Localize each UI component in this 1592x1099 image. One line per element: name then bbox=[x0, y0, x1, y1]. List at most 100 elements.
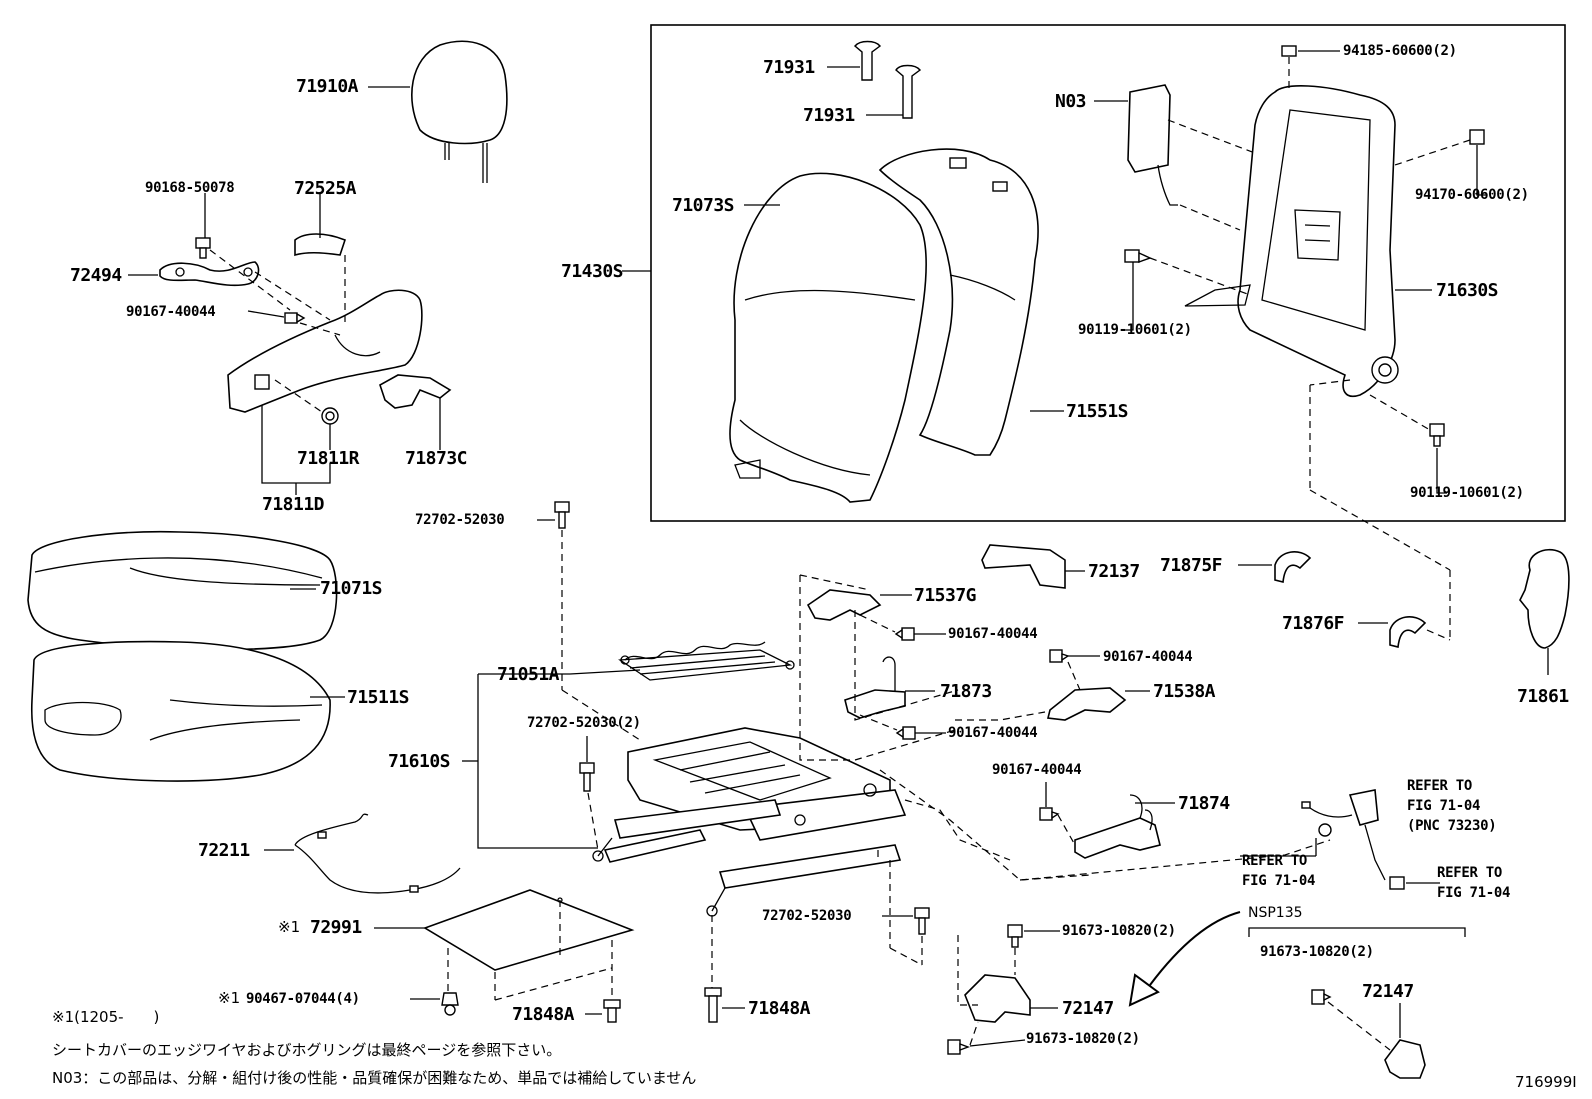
ref-3-line1[interactable]: REFER TO bbox=[1437, 865, 1503, 881]
label-71875F[interactable]: 71875F bbox=[1160, 555, 1223, 576]
bracket-71538A[interactable] bbox=[1047, 687, 1127, 721]
screw-90167-c[interactable] bbox=[1049, 649, 1070, 663]
cap-71876F[interactable] bbox=[1389, 616, 1427, 648]
label-71874[interactable]: 71874 bbox=[1178, 793, 1230, 814]
protector-72991[interactable] bbox=[423, 889, 635, 971]
label-71551S[interactable]: 71551S bbox=[1066, 401, 1129, 422]
label-90119-10601-b[interactable]: 90119-10601(2) bbox=[1410, 485, 1524, 501]
ref-3-line2[interactable]: FIG 71-04 bbox=[1437, 885, 1511, 901]
cover-72137[interactable] bbox=[981, 544, 1066, 589]
label-72494[interactable]: 72494 bbox=[70, 265, 122, 286]
label-94170-60600[interactable]: 94170-60600(2) bbox=[1415, 187, 1529, 203]
label-71931-b[interactable]: 71931 bbox=[803, 105, 855, 126]
label-71071S[interactable]: 71071S bbox=[320, 578, 383, 599]
bracket-72147-main[interactable] bbox=[964, 974, 1031, 1023]
seat-belt-buckle[interactable] bbox=[1301, 789, 1386, 881]
clip-90467[interactable] bbox=[441, 992, 459, 1016]
label-90467-07044[interactable]: 90467-07044(4) bbox=[246, 991, 360, 1007]
bolt-71848A-1[interactable] bbox=[603, 999, 621, 1023]
label-71876F[interactable]: 71876F bbox=[1282, 613, 1345, 634]
label-72147-a[interactable]: 72147 bbox=[1062, 998, 1114, 1019]
screw-90167-d[interactable] bbox=[895, 726, 916, 740]
nut-belt[interactable] bbox=[1389, 876, 1405, 890]
bolt-71848A-2[interactable] bbox=[704, 987, 722, 1023]
screw-90167-e[interactable] bbox=[1039, 807, 1060, 821]
label-90167-40044-a[interactable]: 90167-40044 bbox=[126, 304, 216, 320]
headrest-part[interactable] bbox=[411, 40, 508, 183]
label-90167-40044-e[interactable]: 90167-40044 bbox=[992, 762, 1082, 778]
bracket-71873C[interactable] bbox=[379, 374, 452, 409]
label-72147-b[interactable]: 72147 bbox=[1362, 981, 1414, 1002]
ref-1-line3[interactable]: (PNC 73230) bbox=[1407, 818, 1497, 834]
label-71910A[interactable]: 71910A bbox=[296, 76, 359, 97]
label-71538A[interactable]: 71538A bbox=[1153, 681, 1216, 702]
cap-71875F[interactable] bbox=[1274, 551, 1312, 583]
label-71848A-1[interactable]: 71848A bbox=[512, 1004, 575, 1025]
screw-90167-b[interactable] bbox=[894, 627, 915, 641]
label-71537G[interactable]: 71537G bbox=[914, 585, 977, 606]
label-72702-52030-a[interactable]: 72702-52030 bbox=[415, 512, 505, 528]
bolt-72702-b[interactable] bbox=[579, 762, 595, 792]
bolt-90119-a[interactable] bbox=[1124, 249, 1152, 263]
label-72991[interactable]: 72991 bbox=[310, 917, 362, 938]
bolt-72702-a[interactable] bbox=[554, 501, 570, 529]
bracket-72525A[interactable] bbox=[294, 233, 346, 257]
seatback-cover-71073S[interactable] bbox=[729, 172, 928, 503]
label-71073S[interactable]: 71073S bbox=[672, 195, 735, 216]
bracket-71874[interactable] bbox=[1074, 794, 1161, 859]
label-94185-60600[interactable]: 94185-60600(2) bbox=[1343, 43, 1457, 59]
label-90167-40044-b[interactable]: 90167-40044 bbox=[948, 626, 1038, 642]
seatback-pad-71551S[interactable] bbox=[878, 148, 1039, 456]
pin-71931-b[interactable] bbox=[895, 64, 922, 119]
label-90167-40044-c[interactable]: 90167-40044 bbox=[1103, 649, 1193, 665]
label-91673-10820-c[interactable]: 91673-10820(2) bbox=[1260, 944, 1374, 960]
label-71861[interactable]: 71861 bbox=[1517, 686, 1569, 707]
nut-94185[interactable] bbox=[1281, 45, 1297, 57]
label-71873[interactable]: 71873 bbox=[940, 681, 992, 702]
pin-71931-a[interactable] bbox=[854, 40, 882, 81]
label-71873C[interactable]: 71873C bbox=[405, 448, 468, 469]
knob-71811R[interactable] bbox=[321, 407, 339, 425]
label-72702-52030-2[interactable]: 72702-52030(2) bbox=[527, 715, 641, 731]
airbag-N03[interactable] bbox=[1127, 84, 1178, 206]
spring-mat-71051A[interactable] bbox=[618, 641, 795, 681]
seatback-frame-71630S[interactable] bbox=[1184, 85, 1399, 397]
label-90167-40044-d[interactable]: 90167-40044 bbox=[948, 725, 1038, 741]
wire-harness-72211[interactable] bbox=[294, 813, 461, 894]
label-90168-50078[interactable]: 90168-50078 bbox=[145, 180, 235, 196]
label-71848A-2[interactable]: 71848A bbox=[748, 998, 811, 1019]
bracket-71537G[interactable] bbox=[806, 589, 882, 621]
ref-2-line2[interactable]: FIG 71-04 bbox=[1242, 873, 1316, 889]
label-91673-10820-b[interactable]: 91673-10820(2) bbox=[1026, 1031, 1140, 1047]
bolt-72702-c[interactable] bbox=[914, 907, 930, 935]
label-N03[interactable]: N03 bbox=[1055, 91, 1087, 112]
label-71811R[interactable]: 71811R bbox=[297, 448, 360, 469]
bolt-91673-b[interactable] bbox=[947, 1039, 970, 1055]
label-71610S[interactable]: 71610S bbox=[388, 751, 451, 772]
label-72137[interactable]: 72137 bbox=[1088, 561, 1140, 582]
screw-90167-a[interactable] bbox=[284, 312, 306, 324]
label-72702-52030-c[interactable]: 72702-52030 bbox=[762, 908, 852, 924]
label-71511S[interactable]: 71511S bbox=[347, 687, 410, 708]
label-71630S[interactable]: 71630S bbox=[1436, 280, 1499, 301]
bracket-71873[interactable] bbox=[844, 656, 906, 719]
ref-2-line1[interactable]: REFER TO bbox=[1242, 853, 1308, 869]
bolt-90119-b[interactable] bbox=[1429, 423, 1445, 447]
screw-90168[interactable] bbox=[195, 237, 211, 259]
bolt-91673-c[interactable] bbox=[1311, 989, 1332, 1005]
label-71931-a[interactable]: 71931 bbox=[763, 57, 815, 78]
cushion-cover-71071S[interactable] bbox=[27, 530, 338, 651]
nut-94170[interactable] bbox=[1469, 129, 1485, 145]
bracket-72494[interactable] bbox=[159, 261, 260, 287]
label-91673-10820-a[interactable]: 91673-10820(2) bbox=[1062, 923, 1176, 939]
label-72525A[interactable]: 72525A bbox=[294, 178, 357, 199]
label-72211[interactable]: 72211 bbox=[198, 840, 250, 861]
label-71811D[interactable]: 71811D bbox=[262, 494, 325, 515]
ref-1-line1[interactable]: REFER TO bbox=[1407, 778, 1473, 794]
bracket-72147-nsp[interactable] bbox=[1384, 1039, 1426, 1079]
label-71051A[interactable]: 71051A bbox=[497, 664, 560, 685]
cap-71861[interactable] bbox=[1519, 548, 1570, 649]
label-71430S[interactable]: 71430S bbox=[561, 261, 624, 282]
label-90119-10601-a[interactable]: 90119-10601(2) bbox=[1078, 322, 1192, 338]
ref-1-line2[interactable]: FIG 71-04 bbox=[1407, 798, 1481, 814]
